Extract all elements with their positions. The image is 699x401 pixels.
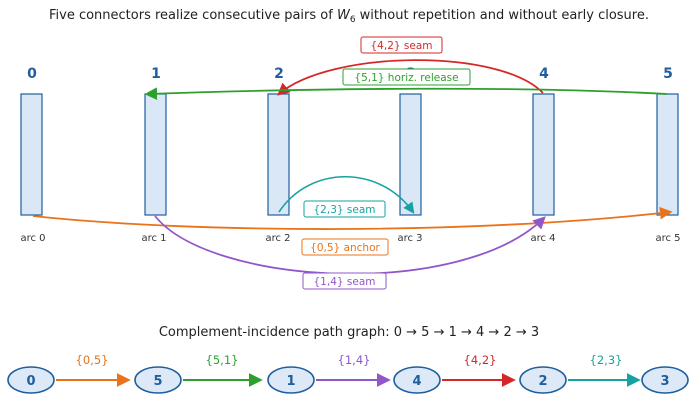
- connector-label-release-51: {5,1} horiz. release: [342, 68, 471, 86]
- svg-text:3: 3: [660, 374, 669, 389]
- path-edge-label-0-5: {0,5}: [76, 353, 109, 367]
- svg-text:{4,2} seam: {4,2} seam: [371, 40, 433, 52]
- svg-text:{0,5} anchor: {0,5} anchor: [310, 242, 380, 254]
- svg-text:0: 0: [26, 374, 35, 389]
- path-edge-label-4-2: {4,2}: [464, 353, 497, 367]
- arc-label-4: arc 4: [530, 233, 555, 244]
- path-node-3: 3: [641, 366, 689, 394]
- path-node-1: 1: [267, 366, 315, 394]
- connector-release-51-curve: [144, 87, 668, 100]
- path-node-2: 2: [519, 366, 567, 394]
- connector-label-seam-14: {1,4} seam: [302, 272, 387, 290]
- path-graph-caption-path: 0 → 5 → 1 → 4 → 2 → 3: [394, 325, 539, 340]
- column-number-4: 4: [539, 66, 549, 82]
- connector-label-seam-42: {4,2} seam: [360, 36, 443, 54]
- path-edge-label-5-1: {5,1}: [206, 353, 239, 367]
- arc-bar-5: [656, 93, 679, 216]
- path-edge-label-1-4: {1,4}: [338, 353, 371, 367]
- connector-seam-42-curve: [277, 59, 544, 96]
- column-number-2: 2: [274, 66, 284, 82]
- path-graph-caption-prefix: Complement-incidence path graph:: [159, 325, 394, 340]
- svg-text:{1,4} seam: {1,4} seam: [314, 276, 376, 288]
- svg-text:5: 5: [153, 374, 162, 389]
- arc-bar-1: [144, 93, 167, 216]
- arc-label-2: arc 2: [265, 233, 290, 244]
- arc-bar-0: [20, 93, 43, 216]
- svg-text:{5,1} horiz. release: {5,1} horiz. release: [354, 72, 458, 84]
- column-number-5: 5: [663, 66, 673, 82]
- title-main: Five connectors realize consecutive pair…: [49, 8, 337, 23]
- arc-bar-2: [267, 93, 290, 216]
- svg-text:1: 1: [286, 374, 295, 389]
- connector-anchor-05-curve: [32, 206, 673, 230]
- path-node-0: 0: [7, 366, 55, 394]
- connector-label-seam-23: {2,3} seam: [303, 200, 386, 218]
- svg-text:{2,3} seam: {2,3} seam: [314, 204, 376, 216]
- svg-text:4: 4: [412, 374, 421, 389]
- arc-label-1: arc 1: [141, 233, 166, 244]
- path-node-4: 4: [393, 366, 441, 394]
- path-graph-caption: Complement-incidence path graph: 0 → 5 →…: [159, 325, 539, 340]
- path-edge-label-2-3: {2,3}: [590, 353, 623, 367]
- title-w: W: [337, 8, 351, 23]
- svg-text:2: 2: [538, 374, 547, 389]
- connector-seam-23-curve: [278, 175, 415, 214]
- column-number-0: 0: [27, 66, 37, 82]
- connector-label-anchor-05: {0,5} anchor: [301, 238, 389, 256]
- arc-label-0: arc 0: [20, 233, 45, 244]
- arc-bar-3: [399, 93, 422, 216]
- title-tail: without repetition and without early clo…: [356, 8, 649, 23]
- arc-label-5: arc 5: [655, 233, 680, 244]
- path-node-5: 5: [134, 366, 182, 394]
- figure-title: Five connectors realize consecutive pair…: [49, 8, 649, 25]
- arc-bar-4: [532, 93, 555, 216]
- column-number-1: 1: [151, 66, 161, 82]
- arc-label-3: arc 3: [397, 233, 422, 244]
- title-subscript: 6: [350, 15, 356, 25]
